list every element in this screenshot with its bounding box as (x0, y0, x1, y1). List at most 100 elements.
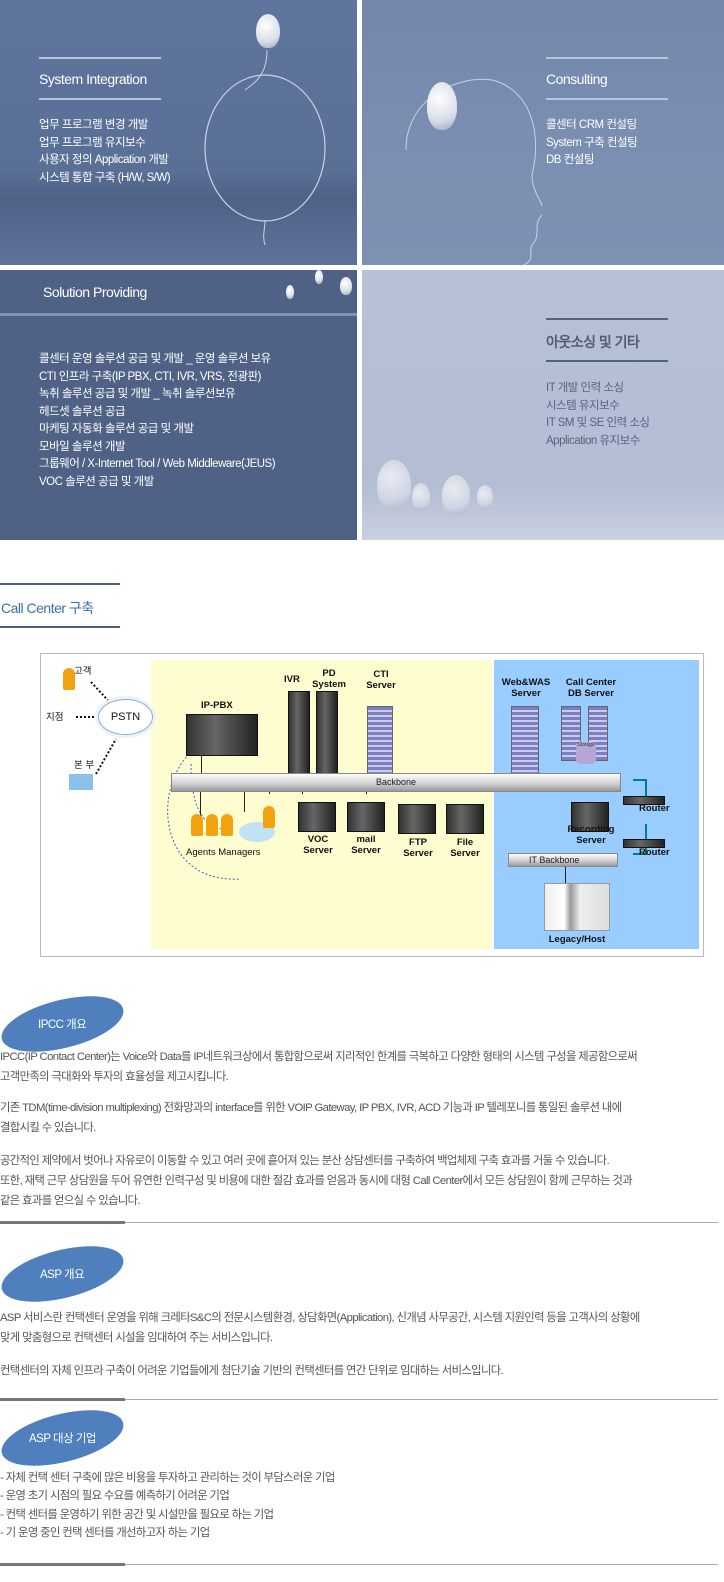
globe-wire-icon (204, 50, 326, 246)
list-item: 그룹웨어 / X-Internet Tool / Web Middleware(… (39, 458, 276, 470)
divider (39, 57, 161, 59)
ipcc-paragraph: IPCC(IP Contact Center)는 Voice와 Data를 IP… (0, 1047, 724, 1087)
ipcc-paragraph: 공간적인 제약에서 벗어나 자유로이 이동할 수 있고 여러 곳에 흩어져 있는… (0, 1151, 724, 1211)
voc-server (298, 802, 336, 832)
panel-list: 콜센터 CRM 컨설팅 System 구축 컨설팅 DB 컨설팅 (546, 117, 638, 170)
section-title: Call Center 구축 (1, 600, 94, 616)
call-center-diagram: 고객 지점 본 부 PSTN IP-PBX IVR PD System CTI … (40, 653, 704, 957)
list-item: IT SM 및 SE 인력 소싱 (546, 417, 650, 429)
recording-server (571, 802, 609, 832)
list-item: VOC 솔루션 공급 및 개발 (39, 475, 154, 488)
file-label: File Server (450, 837, 480, 859)
customer-icon (63, 668, 75, 690)
asp-paragraph: ASP 서비스란 컨택센터 운영을 위해 크레타S&C의 전문시스템환경, 상담… (0, 1308, 724, 1348)
lightbulb-icon (412, 483, 430, 511)
text-line: 결합시킬 수 있습니다. (0, 1122, 96, 1134)
cti-label: CTI Server (366, 669, 396, 691)
pd-label: PD System (312, 668, 346, 690)
router-label: Router (639, 847, 670, 858)
list-item: - 기 운영 중인 컨택 센터를 개선하고자 하는 기업 (0, 1526, 210, 1539)
legacy-label: Legacy/Host (548, 934, 606, 945)
ivr-server (288, 691, 310, 779)
divider (546, 57, 668, 59)
divider (125, 1399, 718, 1400)
panel-title: Solution Providing (43, 284, 147, 300)
panel-title: 아웃소싱 및 기타 (546, 334, 640, 350)
panel-list: 콜센터 운영 솔루션 공급 및 개발 _ 운영 솔루션 보유 CTI 인프라 구… (39, 351, 276, 491)
panel-title: System Integration (39, 71, 147, 87)
db-label: Call Center DB Server (565, 677, 617, 699)
branch-label: 지점 (46, 712, 64, 723)
divider (0, 1221, 125, 1224)
panel-consulting: Consulting 콜센터 CRM 컨설팅 System 구축 컨설팅 DB … (362, 0, 724, 265)
legacy-host (544, 883, 610, 931)
panel-solution-providing: Solution Providing 콜센터 운영 솔루션 공급 및 개발 _ … (0, 270, 357, 540)
list-item: - 운영 초기 시점의 필요 수요를 예측하기 어려운 기업 (0, 1490, 230, 1503)
ivr-label: IVR (284, 674, 300, 685)
mail-server (347, 802, 385, 832)
lightbulb-icon (377, 460, 411, 510)
list-item: 업무 프로그램 변경 개발 (39, 119, 148, 131)
lightbulb-icon (286, 285, 294, 299)
voc-label: VOC Server (303, 834, 333, 856)
backbone-bar: Backbone (171, 773, 621, 792)
panel-list: IT 개발 인력 소싱 시스템 유지보수 IT SM 및 SE 인력 소싱 Ap… (546, 380, 650, 450)
mail-label: mail Server (351, 834, 381, 856)
list-item: 마케팅 자동화 솔루션 공급 및 개발 (39, 423, 194, 435)
list-item: 시스템 유지보수 (546, 399, 620, 412)
asp-target-list: - 자체 컨택 센터 구축에 많은 비용을 투자하고 관리하는 것이 부담스러운… (0, 1469, 724, 1542)
badge-label: IPCC 개요 (38, 1019, 87, 1031)
list-item: 헤드셋 솔루션 공급 (39, 405, 126, 418)
divider (546, 98, 668, 100)
panel-outsourcing: 아웃소싱 및 기타 IT 개발 인력 소싱 시스템 유지보수 IT SM 및 S… (362, 270, 724, 540)
list-item: 업무 프로그램 유지보수 (39, 136, 146, 149)
pstn-label: PSTN (110, 711, 141, 723)
storage-icon: Storage (576, 742, 596, 764)
cti-server (367, 706, 393, 778)
router-device (623, 839, 665, 848)
recording-label: Recording Server (567, 824, 615, 846)
badge-label: ASP 개요 (40, 1269, 85, 1282)
text-line: 같은 효과를 얻으실 수 있습니다. (0, 1195, 141, 1207)
ftp-server (398, 804, 436, 834)
text-line: 고객만족의 극대화와 투자의 효율성을 제고시킵니다. (0, 1071, 229, 1083)
customer-label: 고객 (74, 666, 92, 677)
head-profile-icon (405, 78, 542, 265)
list-item: CTI 인프라 구축(IP PBX, CTI, IVR, VRS, 전광판) (39, 370, 261, 383)
divider (546, 360, 668, 362)
list-item: IT 개발 인력 소싱 (546, 382, 624, 394)
agent-icon (191, 814, 203, 836)
web-server (511, 706, 539, 784)
ftp-label: FTP Server (403, 837, 433, 859)
lightbulb-icon (315, 270, 323, 284)
lightbulb-icon (340, 277, 352, 295)
divider (0, 583, 120, 585)
list-item: - 컨택 센터를 운영하기 위한 공간 및 시설만을 필요로 하는 기업 (0, 1508, 274, 1521)
storage-label: Storage (577, 742, 595, 748)
lightbulb-icon (477, 485, 493, 509)
agents-managers-label: Agents Managers (186, 847, 261, 858)
text-line: 기존 TDM(time-division multiplexing) 전화망과의… (0, 1102, 622, 1114)
file-server (446, 804, 484, 834)
lightbulb-icon (427, 82, 457, 130)
ippbx-label: IP-PBX (201, 700, 233, 711)
divider (125, 1564, 718, 1565)
list-item: 콜센터 CRM 컨설팅 (546, 119, 637, 131)
list-item: 녹취 솔루션 공급 및 개발 _ 녹취 솔루션보유 (39, 388, 236, 400)
asp-target-badge: ASP 대상 기업 (0, 1399, 129, 1477)
title-band (0, 270, 357, 316)
text-line: ASP 서비스란 컨택센터 운영을 위해 크레타S&C의 전문시스템환경, 상담… (0, 1312, 640, 1324)
building-icon (69, 774, 93, 790)
it-backbone-bar: IT Backbone (508, 853, 618, 867)
text-line: 공간적인 제약에서 벗어나 자유로이 이동할 수 있고 여러 곳에 흩어져 있는… (0, 1155, 610, 1167)
badge-label: ASP 대상 기업 (28, 1433, 97, 1446)
web-label: Web&WAS Server (501, 677, 551, 699)
asp-badge: ASP 개요 (0, 1235, 129, 1313)
asp-paragraph: 컨택센터의 자체 인프라 구축이 어려운 기업들에게 첨단기술 기반의 컨택센터… (0, 1361, 724, 1381)
panel-system-integration: System Integration 업무 프로그램 변경 개발 업무 프로그램… (0, 0, 357, 265)
list-item: 시스템 통합 구축 (H/W, S/W) (39, 171, 171, 184)
list-item: DB 컨설팅 (546, 154, 594, 166)
list-item: 모바일 솔루션 개발 (39, 440, 126, 453)
divider (39, 98, 161, 100)
text-line: 또한, 재택 근무 상담원을 두어 유연한 인력구성 및 비용에 대한 절감 효… (0, 1175, 633, 1187)
